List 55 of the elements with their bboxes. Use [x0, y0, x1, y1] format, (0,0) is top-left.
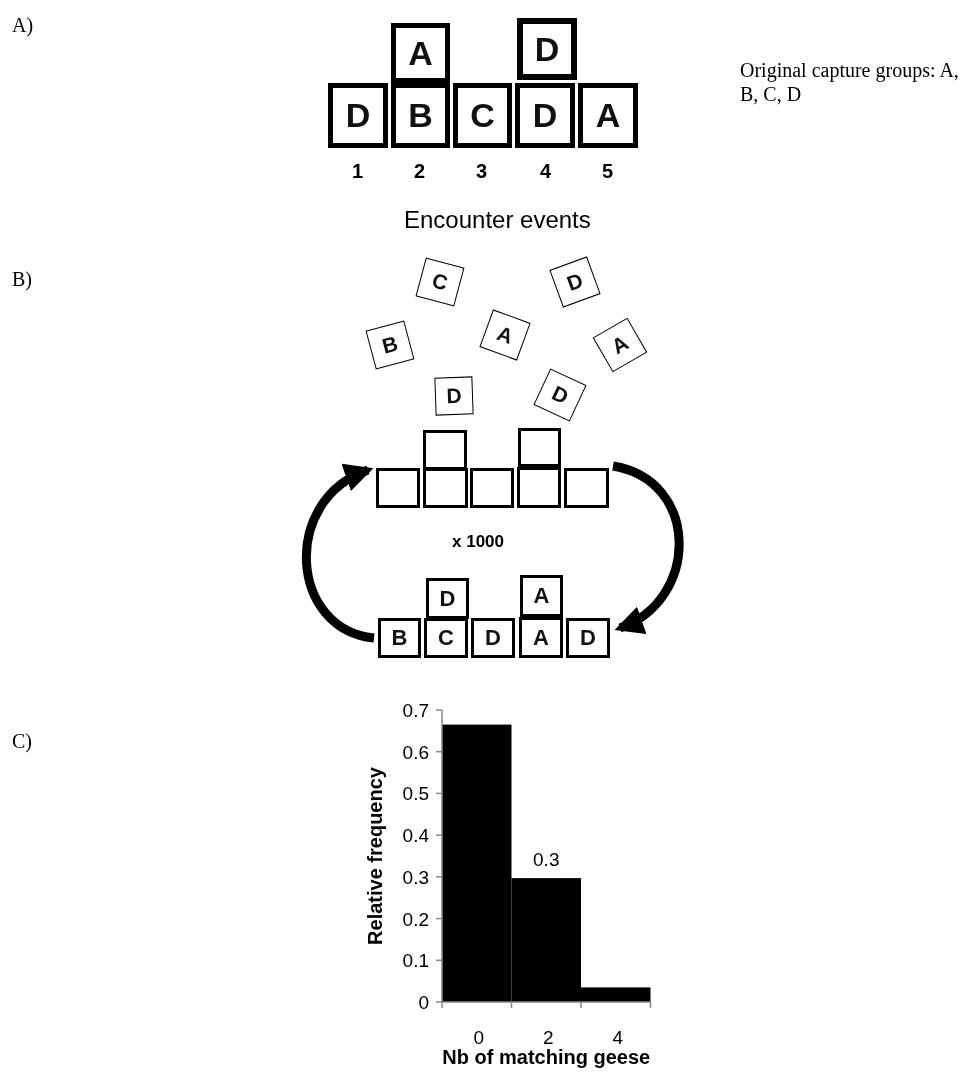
letter-tile: B [391, 83, 450, 148]
letter-tile: D [515, 83, 575, 148]
tick-label: 0.1 [402, 950, 429, 972]
note-text: Original capture groups: A, B, C, D [740, 58, 960, 106]
empty-box [564, 468, 609, 508]
letter-tile: A [519, 617, 563, 658]
letter-tile: A [578, 83, 638, 148]
panel-label: A) [12, 14, 34, 37]
event-number: 5 [602, 160, 614, 183]
event-number: 2 [414, 160, 426, 183]
event-number: 1 [352, 160, 364, 183]
tick-label: 0.6 [402, 741, 429, 763]
letter-tile: C [424, 618, 468, 658]
letter-tile: D [549, 256, 601, 308]
letter-tile: D [328, 83, 388, 148]
tick-label: 0.4 [402, 825, 429, 847]
letter-tile: C [453, 83, 512, 148]
tick-label: 0 [473, 1027, 485, 1048]
letter-tile: D [434, 376, 474, 416]
empty-box [423, 430, 467, 470]
multiplier-text: x 1000 [452, 532, 504, 552]
axis-caption: Encounter events [404, 206, 591, 234]
letter-tile: B [378, 618, 421, 658]
letter-tile: B [365, 320, 415, 370]
empty-box [423, 468, 468, 508]
axis-title: Relative frequency [364, 767, 386, 945]
letter-tile: A [592, 317, 648, 373]
data-label: 0.3 [533, 849, 560, 871]
tick-label: 0.7 [402, 700, 429, 721]
tick-label: 4 [612, 1027, 624, 1048]
panel-label: C) [12, 730, 32, 753]
letter-tile: A [479, 309, 531, 361]
letter-tile: D [426, 578, 469, 619]
letter-tile: D [517, 18, 577, 80]
letter-tile: C [415, 257, 465, 307]
tick-label: 0.3 [402, 866, 429, 888]
event-number: 3 [476, 160, 488, 183]
curved-arrow [302, 465, 375, 643]
empty-box [518, 428, 561, 467]
panel-label: B) [12, 268, 32, 291]
empty-box [470, 468, 514, 508]
letter-tile: A [520, 575, 563, 617]
tick-label: 0.2 [402, 908, 429, 930]
event-number: 4 [540, 160, 552, 183]
letter-tile: A [391, 23, 450, 83]
axis-title: Nb of matching geese [442, 1046, 651, 1068]
tick-label: 0.5 [402, 783, 429, 805]
empty-box [517, 467, 561, 508]
letter-tile: D [471, 618, 515, 658]
empty-box [376, 468, 420, 508]
letter-tile: D [566, 618, 610, 658]
tick-label: 0 [418, 992, 429, 1013]
tick-label: 2 [542, 1027, 554, 1048]
curved-arrow [611, 461, 684, 633]
letter-tile: D [533, 368, 587, 422]
